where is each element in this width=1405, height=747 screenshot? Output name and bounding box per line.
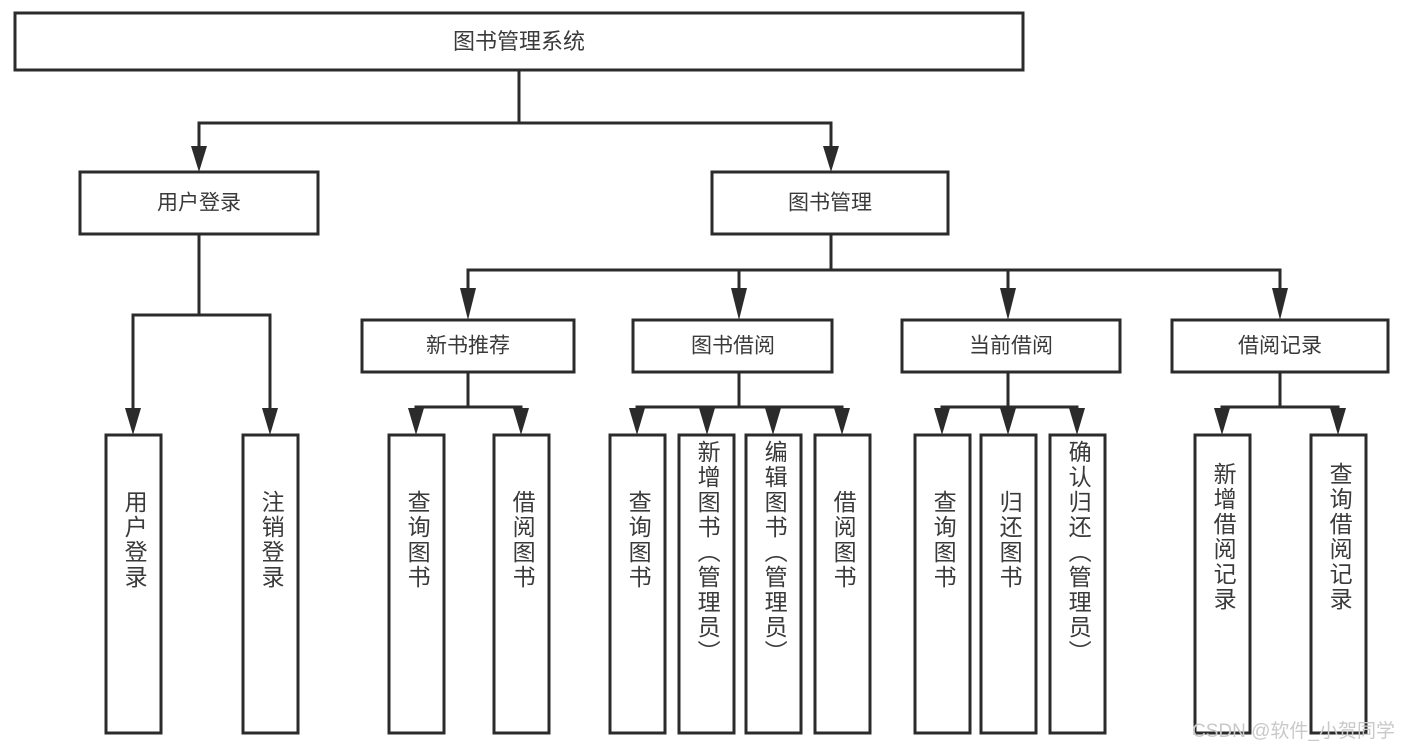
node-user-login-label: 用户登录 (157, 192, 241, 215)
arrow-bookborrow-leaf4 (834, 408, 850, 435)
watermark-text: CSDN @软件_小贺同学 (1192, 721, 1395, 742)
arrow-currentborrow-leaf3 (1069, 408, 1085, 435)
node-leaf-query-record-box[interactable] (1309, 433, 1368, 735)
arrow-bookborrow-leaf3 (765, 408, 781, 435)
node-leaf-borrow-book-1-box[interactable] (492, 433, 551, 735)
node-borrow-record-box[interactable] (1170, 318, 1390, 374)
node-current-borrow-label: 当前借阅 (969, 335, 1053, 358)
node-book-manage-box[interactable] (710, 170, 950, 236)
arrow-bookborrow-leaf2 (699, 408, 715, 435)
node-book-borrow-label: 图书借阅 (691, 335, 775, 358)
node-leaf-logout-box[interactable] (241, 433, 300, 735)
node-user-login-box[interactable] (78, 170, 320, 236)
node-leaf-edit-book-box[interactable] (744, 433, 803, 735)
arrow-to-user-login (191, 146, 207, 172)
arrow-to-book-manage (823, 146, 839, 172)
node-book-borrow-box[interactable] (631, 318, 834, 374)
node-book-manage-label: 图书管理 (788, 192, 872, 215)
arrow-leaf-logout (262, 408, 278, 435)
arrow-to-new-book (460, 288, 476, 320)
node-borrow-record-label: 借阅记录 (1238, 335, 1322, 358)
arrow-newbook-leaf1 (408, 408, 424, 435)
node-leaf-borrow-book-2-box[interactable] (813, 433, 872, 735)
node-leaf-user-login-box[interactable] (104, 433, 163, 735)
node-leaf-query-book-3-box[interactable] (913, 433, 972, 735)
arrow-to-borrow-record (1272, 288, 1288, 320)
node-root-box[interactable] (13, 11, 1025, 72)
node-new-book-box[interactable] (360, 318, 576, 374)
node-leaf-add-record-box[interactable] (1193, 433, 1252, 735)
node-new-book-label: 新书推荐 (426, 335, 510, 358)
node-leaf-query-book-2-box[interactable] (608, 433, 667, 735)
arrow-borrowrecord-leaf2 (1330, 408, 1346, 435)
node-leaf-return-book-box[interactable] (979, 433, 1038, 735)
node-root-label: 图书管理系统 (453, 29, 585, 54)
node-leaf-add-book-box[interactable] (677, 433, 736, 735)
node-leaf-query-book-1-box[interactable] (387, 433, 446, 735)
arrow-newbook-leaf2 (513, 408, 529, 435)
node-leaf-confirm-return-box[interactable] (1048, 433, 1107, 735)
arrow-leaf-user-login (125, 408, 141, 435)
arrow-currentborrow-leaf1 (934, 408, 950, 435)
arrow-to-book-borrow (731, 288, 747, 320)
arrow-to-current-borrow (1000, 288, 1016, 320)
arrow-bookborrow-leaf1 (629, 408, 645, 435)
arrow-borrowrecord-leaf1 (1214, 408, 1230, 435)
node-current-borrow-box[interactable] (900, 318, 1122, 374)
arrow-currentborrow-leaf2 (1000, 408, 1016, 435)
